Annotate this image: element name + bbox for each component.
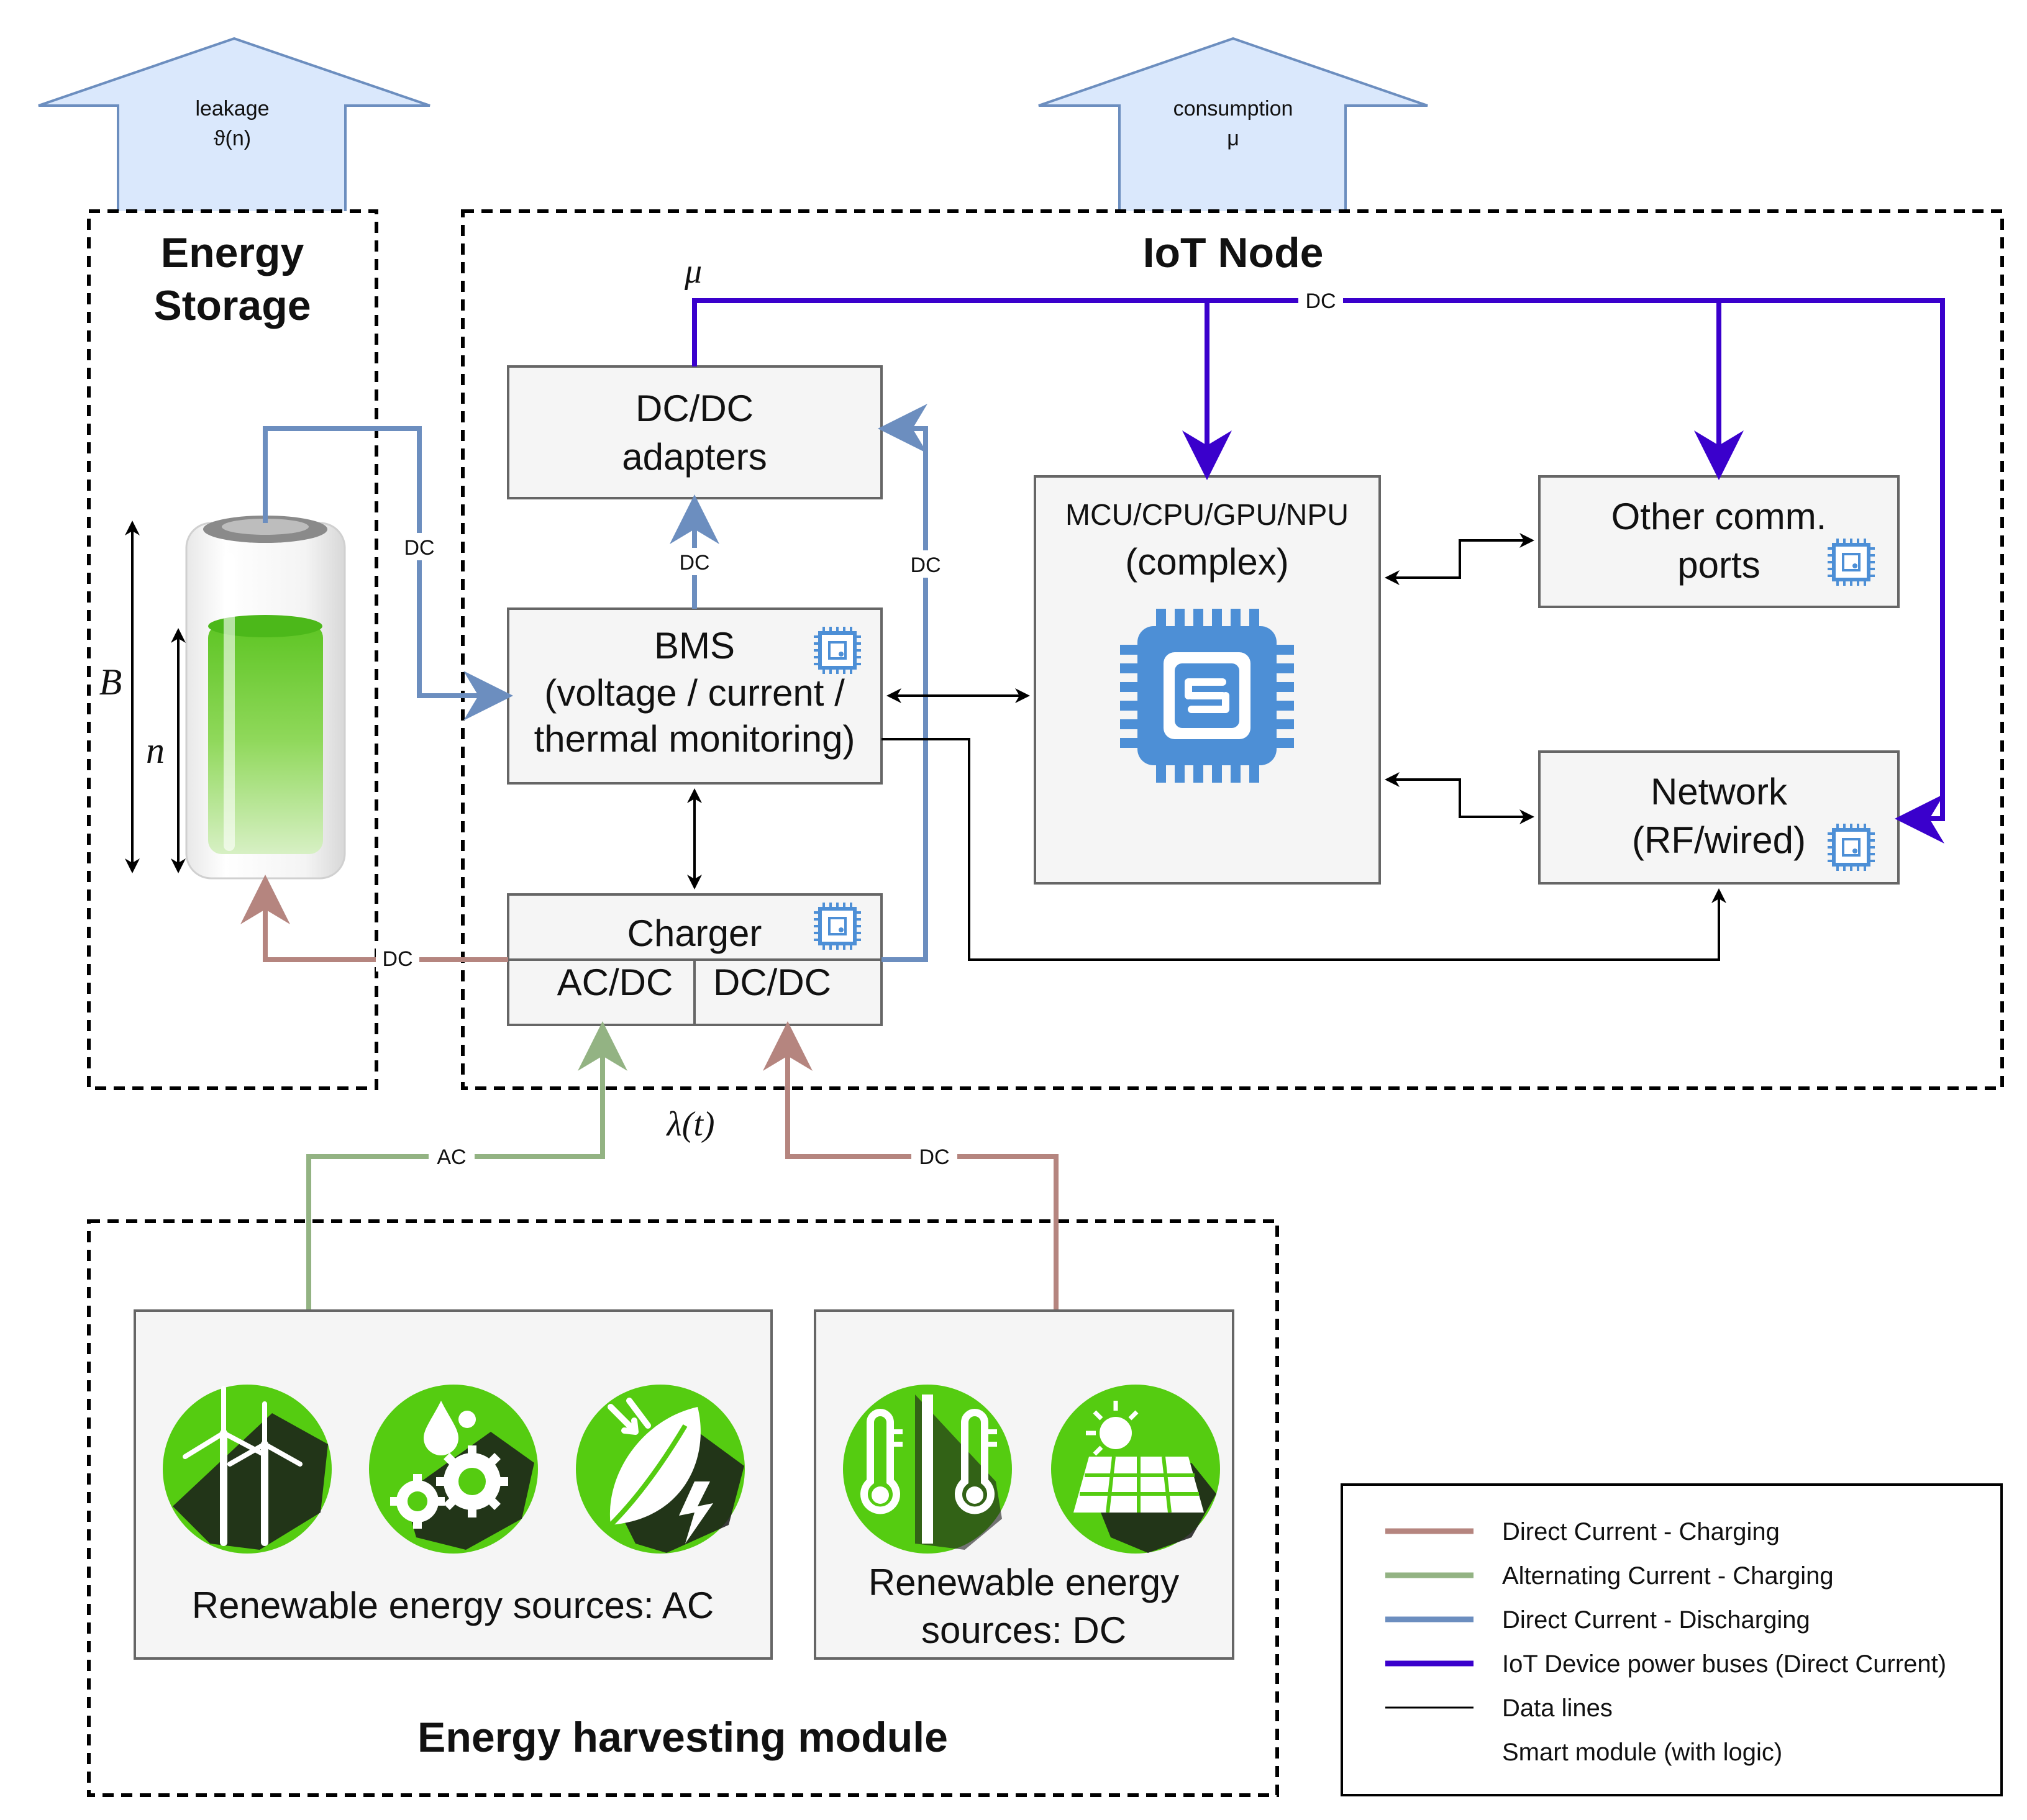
consumption-label: consumption [1173, 97, 1293, 121]
mcu-network-data-line [1385, 772, 1534, 824]
processor-chip-icon [1120, 609, 1294, 783]
level-symbol: n [146, 730, 165, 771]
legend-item-label: Alternating Current - Charging [1502, 1562, 1834, 1590]
ac-sources-to-charger-line [306, 1021, 627, 1311]
mcu-line2: (complex) [1125, 541, 1288, 583]
battery-to-bms-line [263, 426, 513, 721]
legend-item-label: Data lines [1502, 1695, 1613, 1722]
bms-box: BMS (voltage / current / thermal monitor… [507, 607, 883, 785]
dc-sources-label: DC [919, 1145, 949, 1169]
mcu-ports-data-line [1385, 533, 1534, 585]
legend-item: IoT Device power buses (Direct Current) [1385, 1650, 1946, 1678]
other-ports-line1: Other comm. [1611, 496, 1827, 537]
capacity-symbol: B [99, 662, 122, 703]
harvest-lambda-symbol: λ(t) [665, 1105, 714, 1144]
dcdc-adapters-line1: DC/DC [635, 388, 754, 429]
energy-storage-title-line2: Storage [153, 282, 311, 329]
dc-sources-to-charger-line [763, 1021, 1059, 1311]
leakage-label: leakage [195, 97, 269, 121]
legend-item: Direct Current - Discharging [1385, 1606, 1810, 1634]
iot-node-title: IoT Node [1143, 229, 1324, 276]
network-box: Network (RF/wired) [1538, 750, 1900, 885]
bms-line1: BMS [654, 625, 735, 667]
network-smart-chip-icon [1828, 824, 1875, 871]
energy-storage-title-line1: Energy [161, 229, 304, 276]
battery-icon [185, 516, 346, 880]
consumption-symbol: μ [1227, 127, 1239, 150]
mcu-line1: MCU/CPU/GPU/NPU [1065, 499, 1349, 532]
power-bus-main-line [692, 298, 1945, 844]
leakage-symbol: ϑ(n) [214, 127, 251, 150]
bms-network-data-line [881, 738, 1726, 961]
energy-storage-group [87, 209, 378, 1090]
dc-sources-title-line2: sources: DC [921, 1609, 1126, 1651]
ac-sources-title: Renewable energy sources: AC [192, 1585, 714, 1626]
battery-to-bms-label: DC [404, 536, 434, 560]
legend-item-label: Smart module (with logic) [1502, 1739, 1782, 1766]
harvesting-title: Energy harvesting module [417, 1714, 948, 1761]
iot-node-group [461, 209, 2004, 1090]
thermoelectric-icon [843, 1385, 1012, 1554]
legend-item-label: Direct Current - Charging [1502, 1518, 1780, 1545]
other-ports-smart-chip-icon [1828, 539, 1875, 586]
consumption-arrow: consumption μ [1038, 37, 1428, 211]
legend-item: Direct Current - Charging [1385, 1518, 1780, 1545]
charger-smart-chip-icon [814, 903, 861, 950]
legend-item-label: Direct Current - Discharging [1502, 1606, 1810, 1634]
legend-item: Alternating Current - Charging [1385, 1562, 1834, 1590]
harvesting-group [87, 1219, 1279, 1797]
legend-item-label: IoT Device power buses (Direct Current) [1502, 1650, 1946, 1678]
charger-to-battery-line [240, 875, 508, 962]
legend-item: Smart module (with logic) [1502, 1739, 1782, 1766]
charger-to-adapters-label: DC [910, 553, 941, 577]
charger-dcdc-label: DC/DC [713, 962, 831, 1003]
network-line1: Network [1651, 771, 1788, 812]
power-bus-label: DC [1305, 289, 1336, 313]
hydro-gears-icon [369, 1385, 538, 1554]
leakage-arrow: leakage ϑ(n) [38, 37, 430, 211]
charger-to-adapters-line [878, 404, 928, 962]
charger-title: Charger [627, 912, 762, 954]
charger-box: Charger AC/DC DC/DC [507, 893, 883, 1026]
bms-line3: thermal monitoring) [534, 718, 855, 760]
dcdc-adapters-box: DC/DC adapters [507, 365, 883, 499]
bms-smart-chip-icon [814, 627, 861, 674]
charger-acdc-label: AC/DC [557, 962, 673, 1003]
network-line2: (RF/wired) [1632, 819, 1806, 861]
ac-sources-label: AC [437, 1145, 466, 1169]
bms-line2: (voltage / current / [544, 672, 845, 714]
bms-to-adapters-label: DC [679, 551, 709, 575]
solar-panel-icon [1051, 1385, 1220, 1554]
bio-leaf-icon [576, 1385, 745, 1554]
charger-to-battery-label: DC [382, 947, 412, 971]
wind-turbine-icon [163, 1385, 332, 1554]
dc-sources-title-line1: Renewable energy [868, 1562, 1179, 1603]
consumption-mu-symbol: μ [684, 252, 702, 291]
dcdc-adapters-line2: adapters [622, 436, 767, 478]
legend-item: Data lines [1385, 1695, 1613, 1722]
other-ports-line2: ports [1677, 544, 1760, 586]
